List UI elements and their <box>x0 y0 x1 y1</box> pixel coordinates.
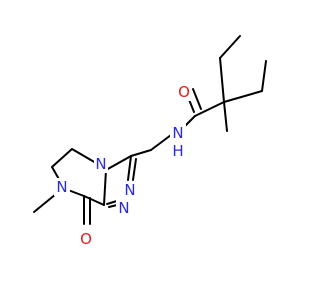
bond <box>219 57 225 103</box>
amide-hydrogen-label: H <box>172 142 183 160</box>
bond <box>132 158 137 181</box>
ketone-oxygen-label: O <box>80 230 92 248</box>
bond <box>184 115 196 127</box>
bond <box>130 149 152 157</box>
bond <box>103 169 107 206</box>
bond <box>51 148 73 168</box>
bond <box>127 155 132 181</box>
oxygen-atom-label: O <box>178 83 190 101</box>
bond <box>223 90 263 103</box>
triazole-nitrogen-label: N <box>118 199 129 217</box>
triazole-nitrogen-label: N <box>124 181 135 199</box>
structure-diagram: O N H N N N N O <box>33 35 267 248</box>
bond <box>192 88 202 110</box>
atom-labels: O N H N N N N O <box>54 83 192 248</box>
bond <box>33 193 57 213</box>
bond <box>83 195 105 206</box>
bond <box>150 134 172 151</box>
bond <box>194 101 225 117</box>
bond <box>108 204 118 208</box>
bond <box>105 155 132 171</box>
bond <box>219 35 241 59</box>
bonds <box>33 35 267 225</box>
amide-nitrogen-label: N <box>172 124 183 142</box>
molecule-canvas: O N H N N N N O <box>33 35 267 248</box>
bond <box>261 60 267 92</box>
bridgehead-nitrogen-label: N <box>95 155 106 173</box>
methyl-nitrogen-label: N <box>56 178 67 196</box>
bond <box>67 189 85 197</box>
bond <box>71 148 97 164</box>
bond <box>223 101 228 132</box>
